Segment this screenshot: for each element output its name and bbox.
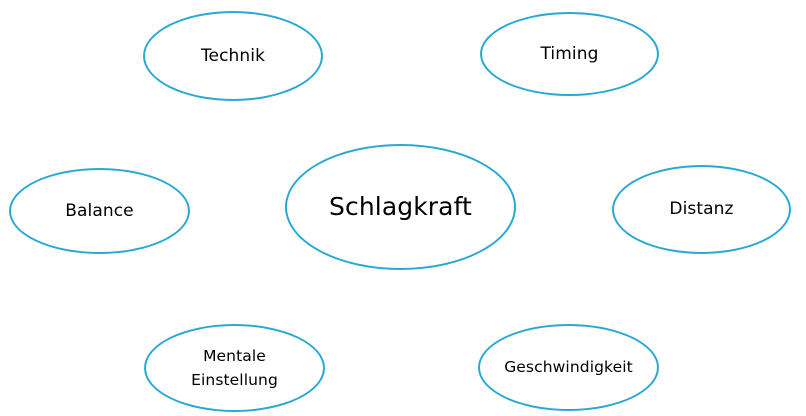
mindmap-node-geschwindigkeit[interactable]: Geschwindigkeit bbox=[478, 324, 659, 411]
mindmap-node-balance[interactable]: Balance bbox=[9, 168, 190, 254]
mindmap-node-technik[interactable]: Technik bbox=[143, 11, 323, 101]
mindmap-node-label-technik: Technik bbox=[200, 45, 266, 66]
mindmap-node-label-balance: Balance bbox=[65, 200, 134, 221]
mindmap-node-label-geschwindigkeit: Geschwindigkeit bbox=[504, 358, 633, 377]
mindmap-node-label-distanz: Distanz bbox=[669, 199, 734, 220]
mindmap-central-node-schlagkraft[interactable]: Schlagkraft bbox=[285, 144, 516, 270]
mindmap-node-label-mentale-einstellung: Mentale Einstellung bbox=[191, 346, 278, 389]
mindmap-node-mentale-einstellung[interactable]: Mentale Einstellung bbox=[144, 324, 325, 412]
mindmap-node-label-timing: Timing bbox=[540, 43, 599, 64]
mindmap-central-node-label: Schlagkraft bbox=[329, 192, 472, 222]
mindmap-node-distanz[interactable]: Distanz bbox=[612, 165, 791, 254]
mindmap-node-timing[interactable]: Timing bbox=[480, 12, 659, 96]
